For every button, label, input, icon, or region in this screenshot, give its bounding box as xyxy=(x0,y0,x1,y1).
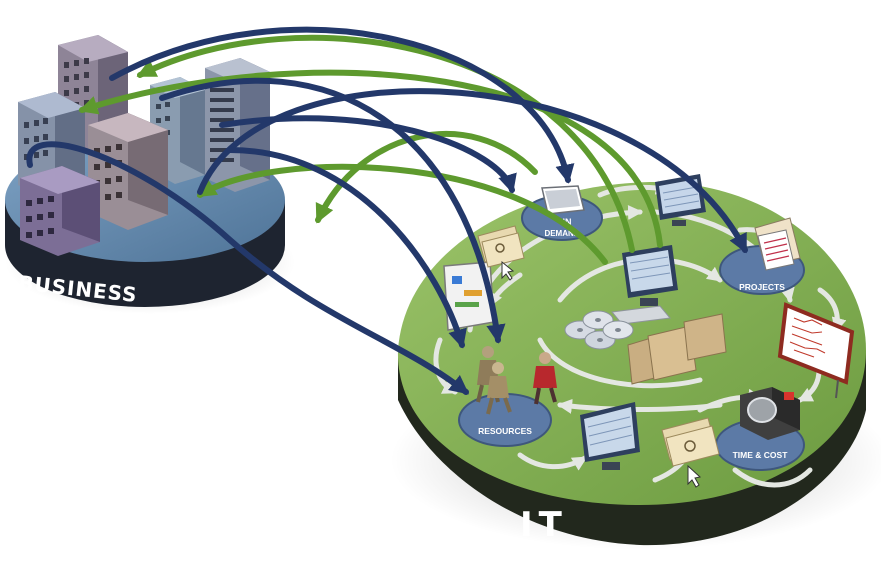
green-flow-arrows xyxy=(78,34,663,265)
email-stack-icon xyxy=(661,417,720,488)
resources-label: RESOURCES xyxy=(478,426,532,436)
dark-flow-arrows xyxy=(26,26,748,395)
node-projects: PROJECTS xyxy=(719,217,805,295)
node-resources: RESOURCES xyxy=(458,346,557,447)
whiteboard-icon xyxy=(777,302,855,399)
folders-icon xyxy=(627,313,727,385)
document-stack-icon xyxy=(754,217,801,271)
projects-label: PROJECTS xyxy=(739,282,785,292)
demand-label-line1: IN xyxy=(563,217,572,227)
monitor-icon xyxy=(580,402,640,470)
time-cost-label: TIME & COST xyxy=(733,450,789,460)
building-icon xyxy=(20,166,100,256)
cd-discs-icon xyxy=(564,310,634,350)
demand-label-line2: DEMAND xyxy=(544,229,579,238)
node-time-cost: TIME & COST xyxy=(715,387,805,471)
monitor-icon xyxy=(611,245,678,325)
clock-icon xyxy=(740,387,800,440)
it-label: IT xyxy=(520,505,568,545)
people-icon xyxy=(476,346,557,415)
email-stack-icon xyxy=(477,225,525,281)
